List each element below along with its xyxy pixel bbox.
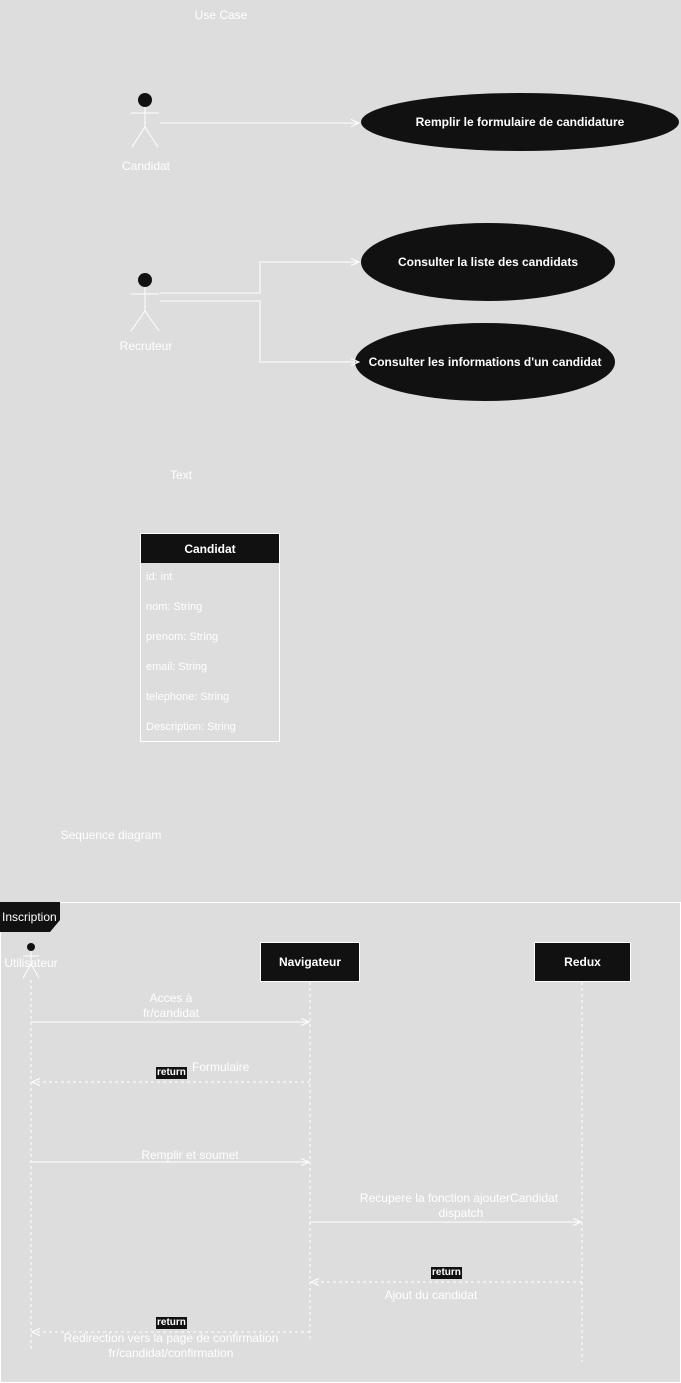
message-1-label-line2: fr/candidat (142, 1006, 200, 1020)
frame-label: Inscription (2, 910, 57, 924)
actor-utilisateur-label: Utilisateur (4, 956, 58, 970)
message-1-label-line1: Acces à (149, 991, 193, 1005)
message-3-label: Remplir et soumet (141, 1148, 239, 1162)
actor-recruteur-label: Recruteur (119, 339, 173, 353)
use-case-title: Use Case (194, 8, 248, 22)
sequence-title: Sequence diagram (60, 828, 162, 842)
class-candidat-box[interactable]: Candidat id: int nom: String prenom: Str… (140, 533, 280, 742)
message-5-return-tag: return (431, 1267, 462, 1279)
class-candidat-name: Candidat (141, 534, 279, 563)
use-case-ellipse-1[interactable] (361, 93, 679, 151)
lifeline-navigateur-header[interactable]: Navigateur (260, 942, 360, 982)
use-case-ellipse-3[interactable] (355, 323, 615, 401)
class-attribute: telephone: String (146, 691, 230, 703)
lifeline-redux-header[interactable]: Redux (534, 942, 631, 982)
message-6-label-line1: Redirection vers la page de confirmation (63, 1331, 279, 1345)
use-case-label-1: Remplir le formulaire de candidature (415, 115, 625, 129)
message-2-label: Formulaire (192, 1060, 250, 1074)
class-attribute: id: int (146, 571, 173, 583)
use-case-ellipse-2[interactable] (361, 223, 615, 301)
message-4-label-line1: Recupere la fonction ajouterCandidat (359, 1191, 559, 1205)
message-6-label-line2: fr/candidat/confirmation (108, 1346, 234, 1360)
message-6-return-tag: return (156, 1317, 187, 1329)
actor-utilisateur-figure[interactable] (22, 943, 40, 979)
actor-candidat-label: Candidat (121, 159, 171, 173)
use-case-label-3: Consulter les informations d'un candidat (368, 355, 602, 369)
class-attribute: email: String (146, 661, 208, 673)
class-section-title: Text (169, 468, 193, 482)
association-recruteur-liste[interactable] (160, 262, 359, 294)
class-attribute: prenom: String (146, 631, 219, 643)
class-attribute: nom: String (146, 601, 203, 613)
class-attribute: Description: String (146, 721, 236, 733)
message-4-label-line2: dispatch (438, 1206, 484, 1220)
actor-recruteur-figure[interactable] (130, 273, 160, 332)
actor-candidat-figure[interactable] (131, 93, 159, 148)
use-case-label-2: Consulter la liste des candidats (397, 255, 579, 269)
frame-label-tab (0, 902, 60, 932)
message-2-return-tag: return (156, 1067, 187, 1079)
message-5-label: Ajout du candidat (384, 1288, 478, 1302)
association-recruteur-infos[interactable] (160, 300, 359, 362)
